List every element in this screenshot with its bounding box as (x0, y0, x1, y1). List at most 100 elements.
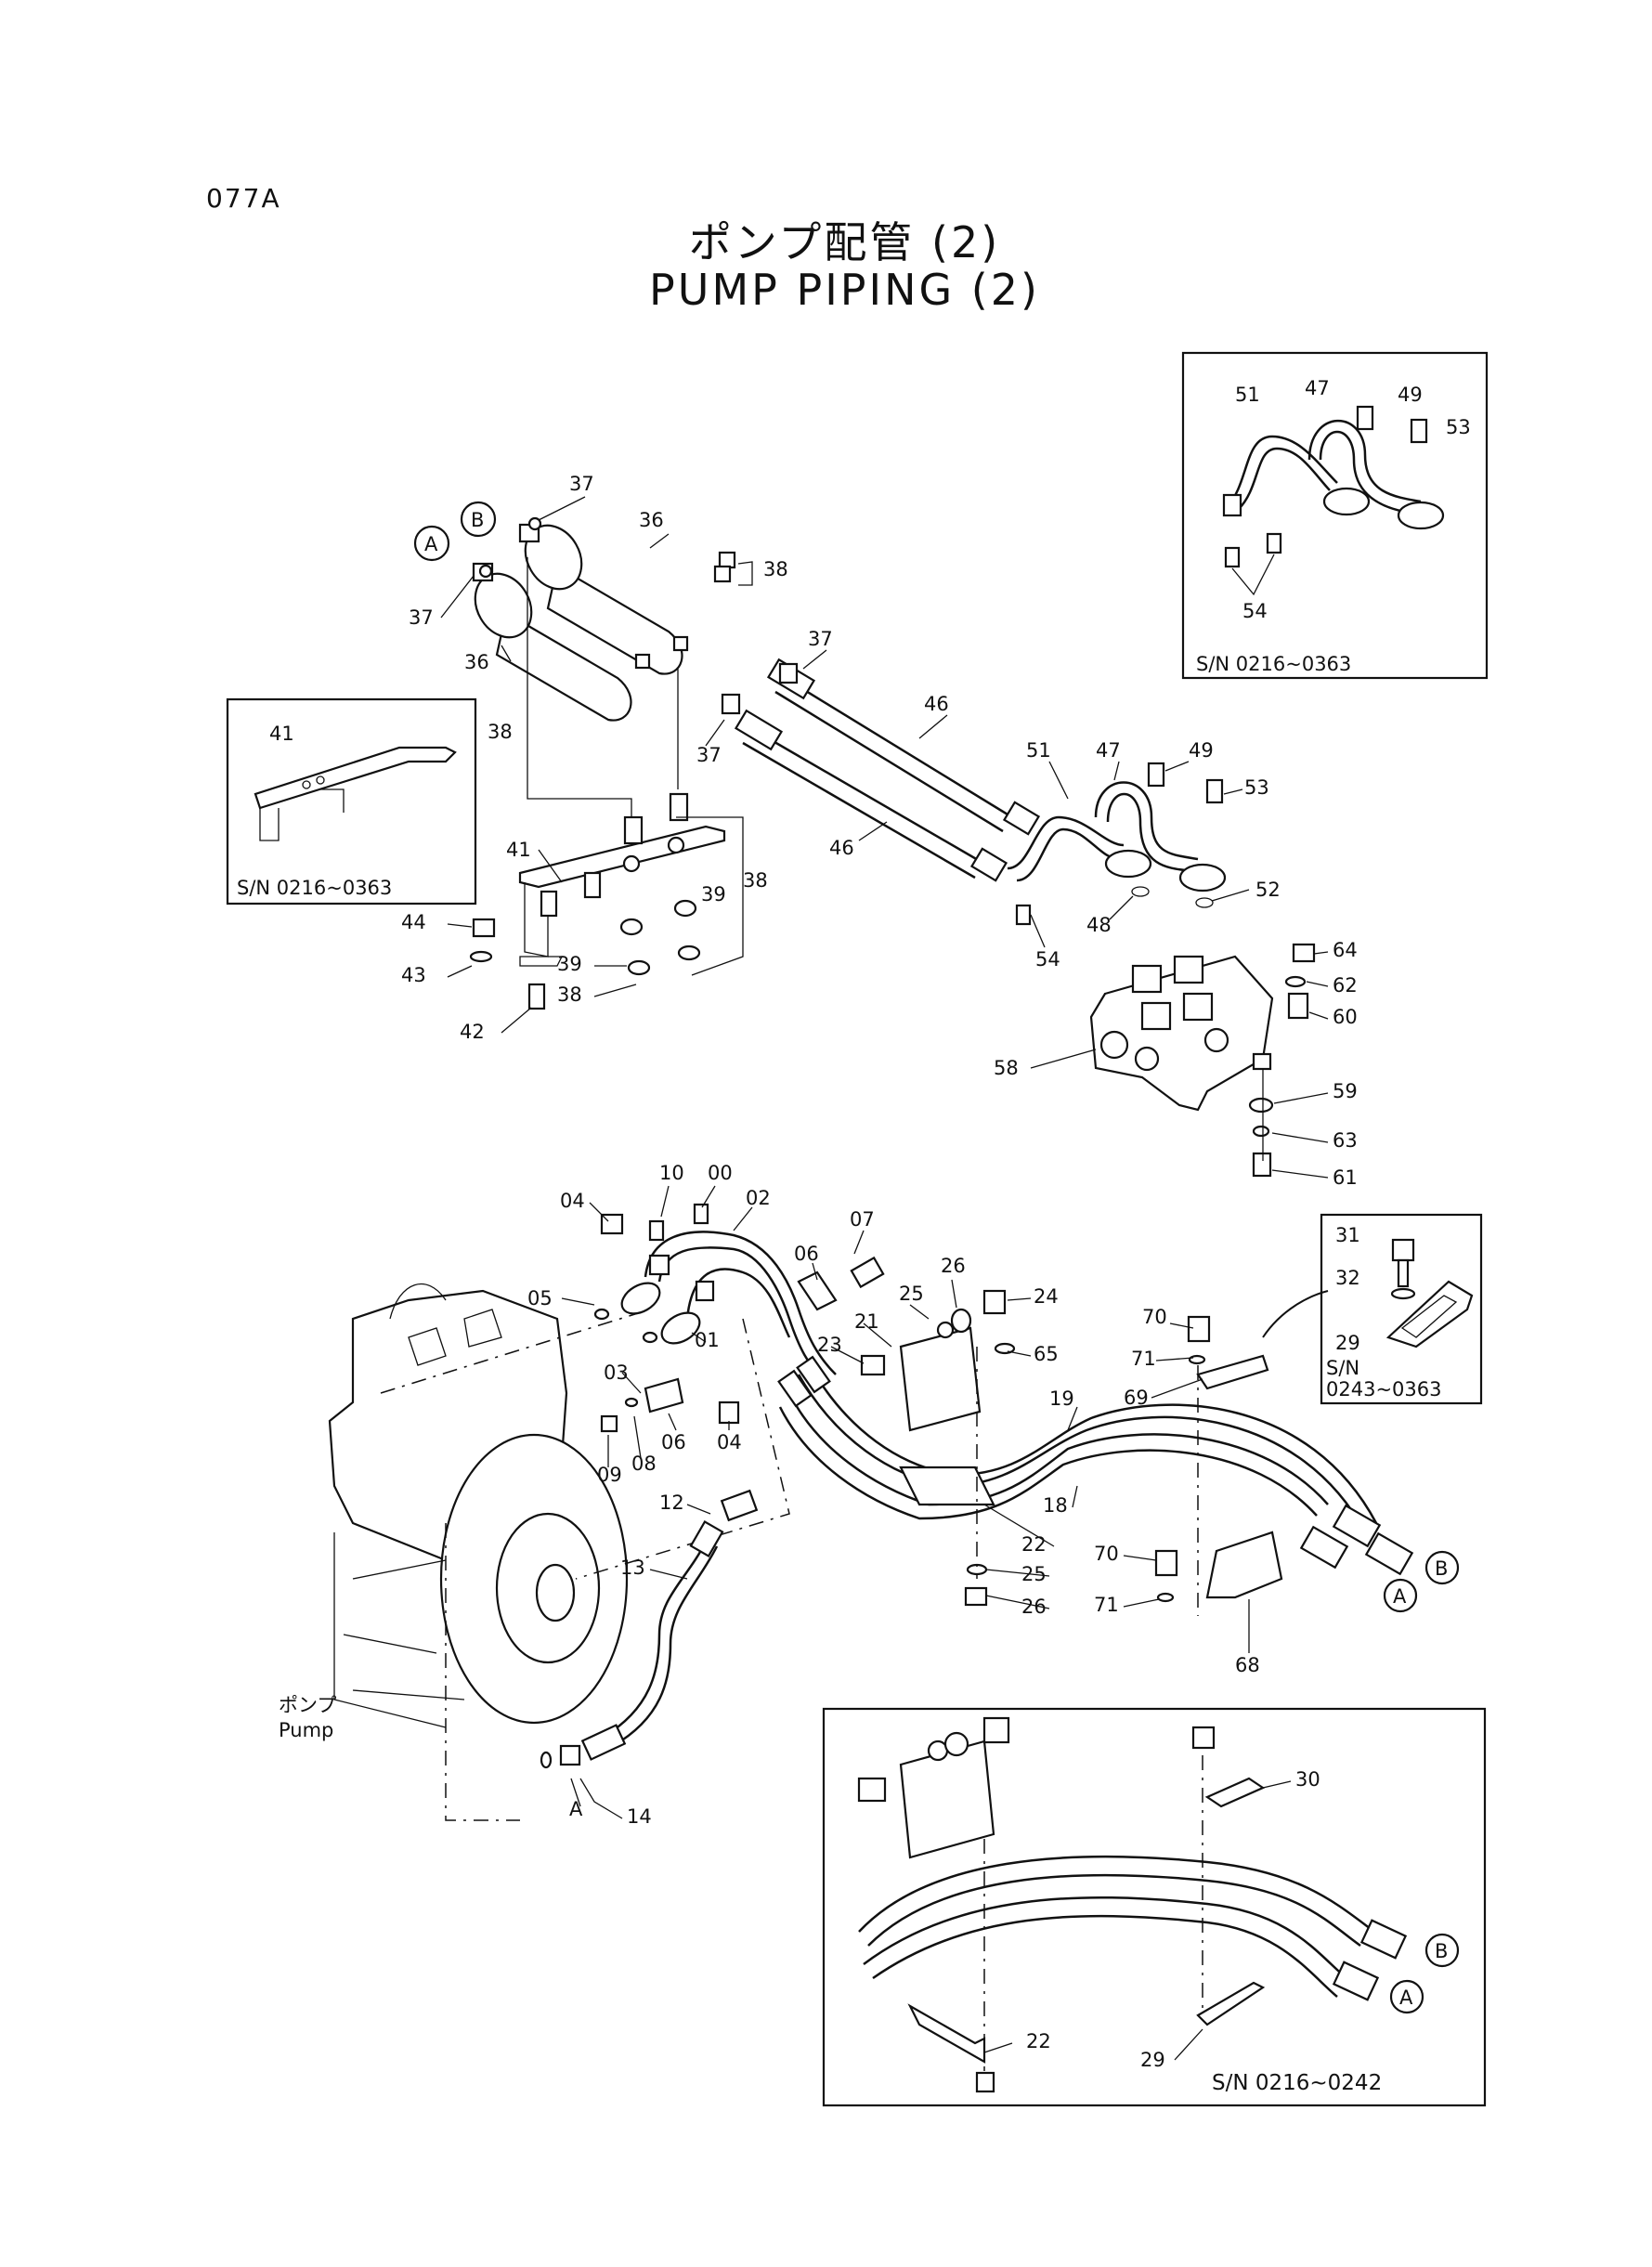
pump-label-ja: ポンプ (279, 1694, 336, 1716)
callout-46-lower: 46 (829, 837, 854, 859)
callout-70-top: 70 (1142, 1306, 1167, 1328)
callout-06-bottom: 06 (661, 1431, 686, 1453)
callout-41: 41 (506, 839, 531, 861)
callout-64: 64 (1333, 939, 1358, 961)
callout-49: 49 (1189, 739, 1214, 762)
callout-32: 32 (1335, 1267, 1360, 1289)
callout-38-bottom: 38 (557, 984, 582, 1006)
callout-71-bottom: 71 (1094, 1594, 1119, 1616)
connector-a-pump: A (569, 1798, 583, 1820)
callout-42: 42 (460, 1021, 485, 1043)
callout-54: 54 (1035, 948, 1060, 971)
callout-53: 53 (1446, 416, 1471, 438)
callout-38-top: 38 (763, 558, 788, 580)
page-title-english: PUMP PIPING (2) (649, 265, 1040, 315)
callout-22: 22 (1021, 1533, 1047, 1556)
callout-06-top: 06 (794, 1243, 819, 1265)
callout-26-top: 26 (941, 1255, 966, 1277)
callout-23: 23 (817, 1334, 842, 1356)
page-number: 077A (206, 183, 281, 214)
callout-65: 65 (1034, 1343, 1059, 1365)
callout-62: 62 (1333, 974, 1358, 997)
callout-58: 58 (994, 1057, 1019, 1079)
sn-label-upper-right: S/N 0216~0363 (1196, 653, 1351, 675)
callout-10: 10 (659, 1162, 684, 1184)
page-title-japanese: ポンプ配管 (2) (688, 217, 1001, 267)
callout-07: 07 (850, 1208, 875, 1231)
callout-71-top: 71 (1131, 1348, 1156, 1370)
callout-labels: 37 36 38 37 36 37 37 38 46 46 51 47 49 5… (401, 473, 1358, 1828)
callout-47: 47 (1305, 377, 1330, 399)
inset-right: 31 32 29 S/N 0243~0363 (1262, 1213, 1483, 1405)
connector-a-filter: A (424, 533, 438, 555)
connector-a-hose: A (1393, 1585, 1407, 1608)
callout-69: 69 (1124, 1387, 1149, 1409)
pump-pipes (540, 1203, 885, 1769)
callout-09: 09 (597, 1464, 622, 1486)
callout-61: 61 (1333, 1166, 1358, 1189)
callout-21: 21 (854, 1310, 879, 1333)
connector-b-bottom: B (1435, 1940, 1448, 1962)
callout-22-bottom: 22 (1026, 2030, 1051, 2052)
callout-29-inset: 29 (1335, 1332, 1360, 1354)
pump-body (328, 1283, 629, 1728)
centerline-pump-3 (575, 1318, 790, 1580)
callout-37-left: 37 (409, 606, 434, 629)
connector-b-filter: B (471, 509, 484, 531)
callout-01: 01 (695, 1329, 720, 1351)
filter-assembly: B A (413, 501, 736, 722)
callout-37-top: 37 (569, 473, 594, 495)
callout-00: 00 (708, 1162, 733, 1184)
callout-13: 13 (620, 1557, 645, 1579)
callout-03: 03 (604, 1362, 629, 1384)
pump-label-en: Pump (279, 1719, 333, 1741)
inset-bottom: B A 22 29 30 S/N 0216~0242 (822, 1707, 1487, 2107)
callout-14: 14 (627, 1805, 652, 1828)
leader-lines (440, 496, 1329, 2061)
callout-53: 53 (1244, 776, 1269, 799)
callout-18: 18 (1043, 1494, 1068, 1517)
callout-63: 63 (1333, 1129, 1358, 1152)
callout-19: 19 (1049, 1388, 1074, 1410)
callout-12: 12 (659, 1492, 684, 1514)
callout-52: 52 (1255, 879, 1281, 901)
callout-04-top: 04 (560, 1190, 585, 1212)
sn-label-left: S/N 0216~0363 (237, 877, 392, 899)
callout-49: 49 (1398, 384, 1423, 406)
callout-46-upper: 46 (924, 693, 949, 715)
sn-label-bottom: S/N 0216~0242 (1212, 2071, 1382, 2095)
hoses-18-19: B A (777, 1355, 1460, 1613)
callout-24: 24 (1034, 1285, 1059, 1308)
inset-left: 41 S/N 0216~0363 (226, 697, 477, 905)
callout-44: 44 (401, 911, 426, 933)
connector-a-bottom: A (1399, 1987, 1413, 2009)
callout-39-right: 39 (701, 883, 726, 905)
callout-59: 59 (1333, 1080, 1358, 1102)
callout-51: 51 (1026, 739, 1051, 762)
clamp-plates (860, 1289, 1283, 1616)
centerline-pump-2 (445, 1523, 520, 1821)
callout-08: 08 (631, 1453, 657, 1475)
callout-36-top: 36 (639, 509, 664, 531)
callout-54: 54 (1242, 600, 1268, 622)
callout-02: 02 (746, 1187, 771, 1209)
callout-30: 30 (1295, 1768, 1320, 1791)
callout-48: 48 (1086, 914, 1112, 936)
sn-label-right-line2: 0243~0363 (1326, 1378, 1441, 1401)
callout-38-left: 38 (488, 721, 513, 743)
callout-37-mid: 37 (808, 628, 833, 650)
callout-05: 05 (527, 1287, 553, 1309)
connector-b-hose: B (1435, 1557, 1448, 1580)
callout-38-right: 38 (743, 869, 768, 892)
callout-68: 68 (1235, 1654, 1260, 1676)
callout-31: 31 (1335, 1224, 1360, 1246)
callout-41-inset: 41 (269, 723, 294, 745)
callout-29-bottom: 29 (1140, 2049, 1165, 2071)
hoses-46 (721, 658, 1041, 882)
callout-47: 47 (1096, 739, 1121, 762)
callout-04-bottom: 04 (717, 1431, 742, 1453)
callout-37-lower: 37 (696, 744, 722, 766)
callout-36-left: 36 (464, 651, 489, 673)
